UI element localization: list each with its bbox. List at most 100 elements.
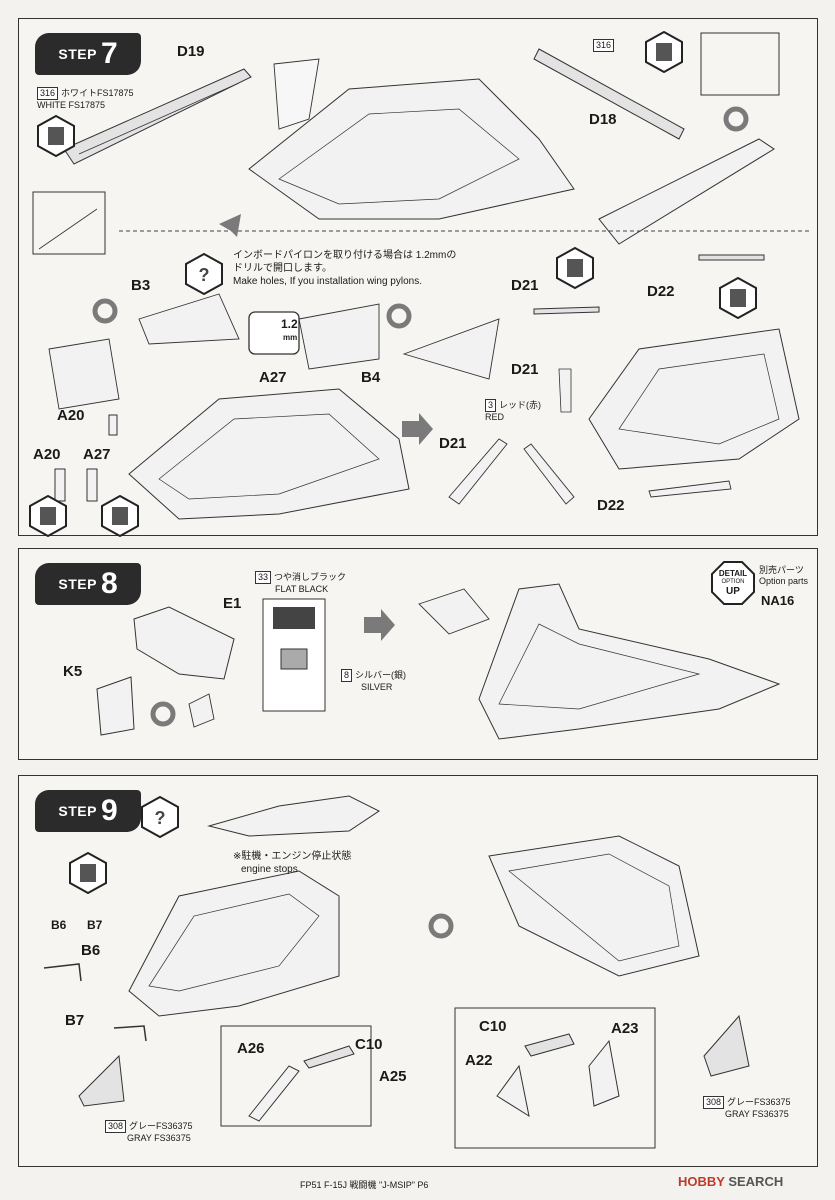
option-info-icon-9: ? <box>141 796 179 838</box>
fuselage-step7-right <box>588 328 800 470</box>
drill-unit: mm <box>283 333 298 342</box>
part-c10-right: C10 <box>479 1018 507 1035</box>
drill-note-jp-2: ドリルで開口します。 <box>233 263 332 274</box>
step-7-panel: STEP 7 <box>18 18 818 537</box>
paint-code: 316 <box>37 87 59 100</box>
part-a20-top: A20 <box>57 407 85 424</box>
option-info-icon: ? <box>185 253 223 295</box>
svg-text:?: ? <box>155 808 166 828</box>
svg-text:?: ? <box>199 265 210 285</box>
paint-code-316-b: 316 <box>593 39 615 52</box>
paint-name-jp: つや消しブラック <box>274 572 347 582</box>
step-8-badge: STEP 8 <box>35 563 141 605</box>
option-jp: 別売パーツ <box>759 565 804 575</box>
part-d19: D19 <box>177 43 205 60</box>
glue-icon-1 <box>37 115 75 157</box>
step-number: 8 <box>100 567 118 600</box>
part-b6: B6 <box>81 942 101 959</box>
arrow-right-8 <box>364 609 395 641</box>
paint-name-jp: シルバー(銀) <box>355 670 407 680</box>
part-a25: A25 <box>379 1068 407 1085</box>
paint-code: 33 <box>255 571 272 584</box>
rotate-icon-2 <box>92 298 118 324</box>
engine-stop-jp: ※駐機・エンジン停止状態 <box>233 851 352 862</box>
page-footer: FP51 F-15J 戦闘機 "J-MSIP" P6 <box>300 1180 429 1190</box>
part-d21-top: D21 <box>511 277 539 294</box>
rotate-icon-5 <box>428 913 454 939</box>
rotate-icon-4 <box>150 701 176 727</box>
part-b7-small: B7 <box>87 918 103 932</box>
part-b3: B3 <box>131 277 151 294</box>
fuselage-step7-lower <box>128 388 410 520</box>
paint-name-jp: レッド(赤) <box>499 400 542 410</box>
step-9-badge: STEP 9 <box>35 790 141 832</box>
step-number: 9 <box>100 794 118 827</box>
engine-stop-en: engine stops <box>241 864 298 875</box>
step-word: STEP <box>58 576 97 592</box>
step-7-illustration <box>32 32 809 520</box>
glue-icon-4 <box>719 277 757 319</box>
detail-up-text: DETAIL OPTION UP <box>711 569 755 597</box>
arrow-right-7 <box>402 413 433 445</box>
part-a26: A26 <box>237 1040 265 1057</box>
part-k5: K5 <box>63 663 83 680</box>
part-d21-bottom: D21 <box>439 435 467 452</box>
part-a27-bottom: A27 <box>83 446 111 463</box>
part-b7: B7 <box>65 1012 85 1029</box>
glue-icon-6 <box>101 495 139 537</box>
part-a27-top: A27 <box>259 369 287 386</box>
part-a23: A23 <box>611 1020 639 1037</box>
drill-note-jp-1: インボードパイロンを取り付ける場合は 1.2mmの <box>233 250 457 261</box>
brand-hobby: HOBBY <box>678 1174 725 1189</box>
detail-inset-right <box>700 32 780 96</box>
paint-name-jp: グレーFS36375 <box>727 1097 791 1107</box>
fuselage-step8 <box>478 583 781 740</box>
paint-name-en: GRAY FS36375 <box>725 1109 789 1119</box>
step-number: 7 <box>100 37 118 70</box>
step-7-badge: STEP 7 <box>35 33 141 75</box>
fuselage-step7 <box>248 78 575 220</box>
step-8-illustration <box>96 583 781 740</box>
part-a20-bottom: A20 <box>33 446 61 463</box>
aircraft-profile <box>207 795 380 837</box>
option-parts: 別売パーツ Option parts <box>759 565 808 587</box>
glue-icon-5 <box>29 495 67 537</box>
engine-stop-note: ※駐機・エンジン停止状態 engine stops <box>233 850 351 876</box>
step-9-illustration <box>43 795 750 1149</box>
part-b4: B4 <box>361 369 381 386</box>
paint-code: 308 <box>105 1120 127 1133</box>
option-code: NA16 <box>761 593 795 608</box>
up-word: UP <box>726 586 740 597</box>
paint-name-en: WHITE FS17875 <box>37 100 106 110</box>
hobby-search-watermark: HOBBY SEARCH <box>678 1174 783 1189</box>
paint-name-jp: グレーFS36375 <box>129 1121 193 1131</box>
drill-note: インボードパイロンを取り付ける場合は 1.2mmの ドリルで開口します。 Mak… <box>233 249 456 288</box>
paint-code: 8 <box>341 669 353 682</box>
glue-icon-9 <box>69 852 107 894</box>
step-word: STEP <box>58 803 97 819</box>
rotate-icon-3 <box>386 303 412 329</box>
part-a22: A22 <box>465 1052 493 1069</box>
part-e1-shape <box>133 606 235 680</box>
glue-icon-3 <box>556 247 594 289</box>
option-en: Option parts <box>759 576 809 586</box>
detail-up-icon <box>711 561 755 605</box>
drill-badge <box>248 311 300 355</box>
part-d18-shape <box>533 48 685 140</box>
drill-note-en: Make holes, If you installation wing pyl… <box>233 276 422 287</box>
part-d18: D18 <box>589 111 617 128</box>
arrow-down-left <box>219 214 241 237</box>
rotate-icon-1 <box>723 106 749 132</box>
paint-name-jp: ホワイトFS17875 <box>61 88 134 98</box>
paint-name-en: FLAT BLACK <box>275 584 329 594</box>
step-word: STEP <box>58 46 97 62</box>
fuselage-step9-right <box>488 835 700 977</box>
part-d19-shape <box>63 68 252 165</box>
fuselage-step9-left <box>128 870 340 1017</box>
part-d22-top: D22 <box>647 283 675 300</box>
drill-size: 1.2 <box>281 317 298 331</box>
